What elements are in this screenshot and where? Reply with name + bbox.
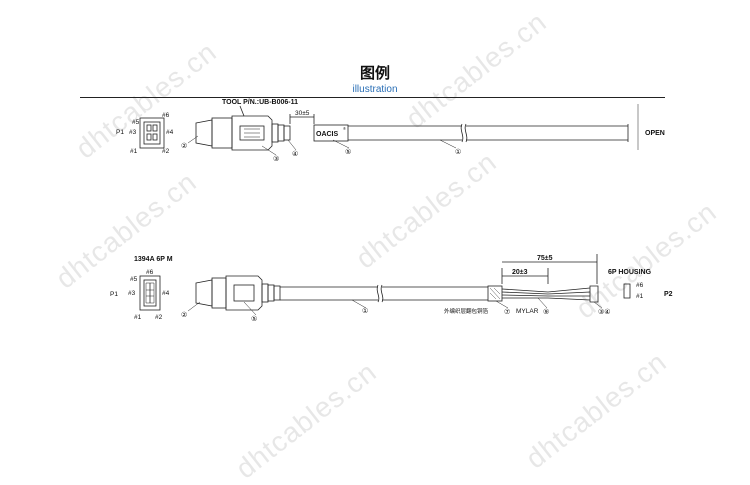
- bottom-callout-2: ②: [181, 311, 187, 319]
- top-connector: [195, 115, 291, 151]
- page-title: 图例: [359, 64, 390, 82]
- top-pin-1: #1: [130, 148, 138, 155]
- bottom-callout-34: ③④: [598, 308, 611, 316]
- top-callout-1: ①: [455, 148, 461, 156]
- bottom-housing-label: 6P HOUSING: [608, 269, 652, 276]
- bottom-mylar-label: MYLAR: [516, 308, 539, 315]
- bottom-pin-3: #3: [128, 290, 136, 297]
- bottom-pin-1: #1: [134, 314, 142, 321]
- bottom-pin-6: #6: [146, 269, 154, 276]
- bottom-connector-type: 1394A 6P M: [134, 256, 173, 263]
- bottom-p1-label: P1: [110, 291, 118, 298]
- bottom-pin-5: #5: [130, 276, 138, 283]
- header-divider: [80, 97, 665, 98]
- top-pin-2: #2: [162, 148, 170, 155]
- top-pin-4: #4: [166, 129, 174, 136]
- bottom-callout-7: ⑦: [504, 308, 510, 316]
- top-dim-30: 30±5: [295, 110, 310, 117]
- bottom-pin-2: #2: [155, 314, 163, 321]
- top-callout-2: ②: [181, 142, 187, 150]
- page-subtitle: illustration: [352, 84, 398, 95]
- top-brand: OACIS: [316, 131, 339, 138]
- top-open-label: OPEN: [645, 130, 665, 137]
- bottom-housing-pin-6: #6: [636, 282, 644, 289]
- bottom-p2-label: P2: [664, 291, 673, 298]
- top-tool-label: TOOL P/N.:UB-B006-11: [222, 99, 298, 106]
- cable-drawing: P1 #6 #3 #4 #5 #1 #2 TOOL P/N.:UB-B006-1…: [110, 99, 673, 323]
- bottom-dim-20: 20±3: [512, 269, 528, 276]
- top-callout-5: ⑤: [345, 148, 351, 156]
- bottom-connector: [195, 275, 281, 311]
- top-pin-5: #5: [132, 119, 140, 126]
- bottom-face-view: #6 #3 #4 #5 #1 #2: [128, 269, 170, 321]
- top-callout-3: ③: [273, 155, 279, 163]
- bottom-callout-1: ①: [362, 307, 368, 315]
- top-pin-6: #6: [162, 112, 170, 119]
- top-callout-4: ④: [292, 150, 298, 158]
- top-assembly: P1 #6 #3 #4 #5 #1 #2 TOOL P/N.:UB-B006-1…: [116, 99, 665, 163]
- top-p1-label: P1: [116, 129, 124, 136]
- bottom-housing-pin-1: #1: [636, 293, 644, 300]
- top-pin-3: #3: [129, 129, 137, 136]
- bottom-pin-4: #4: [162, 290, 170, 297]
- bottom-dim-75: 75±5: [537, 255, 553, 262]
- bottom-callout-5: ⑤: [251, 315, 257, 323]
- bottom-callout-9: ⑨: [543, 308, 549, 316]
- top-brand-mark: ®: [343, 126, 346, 131]
- top-face-view: #6 #3 #4 #5 #1 #2: [129, 112, 174, 155]
- bottom-shield-note: 外编织层翻包铜箔: [444, 307, 489, 315]
- bottom-assembly: 1394A 6P M P1 #6 #3 #4 #5 #1 #2: [110, 254, 673, 323]
